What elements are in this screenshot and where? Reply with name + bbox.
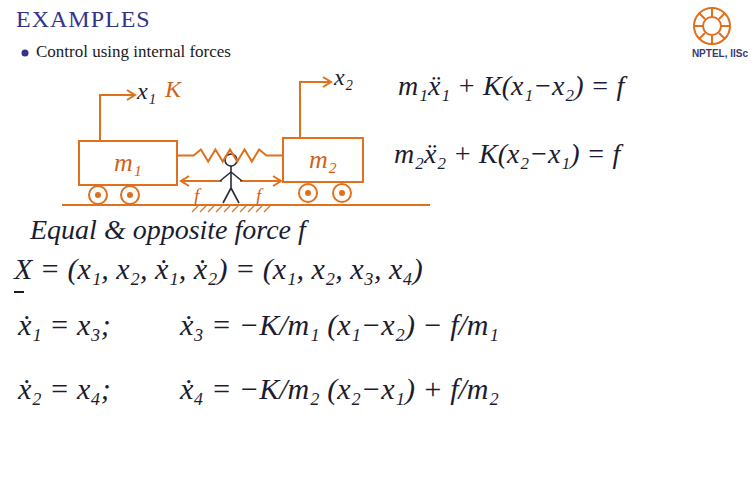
displacement-label: x₂ [334,64,353,92]
note-text: Equal & opposite force f [30,214,306,246]
cart-box: m₂ [282,137,364,183]
force-label: f [194,185,199,207]
state-equation: ẋ₃ = −K/m₁ (x₁−x₂) − f/m₁ [180,308,499,343]
state-vector: X = (x₁, x₂, ẋ₁, ẋ₂) = (x₁, x₂, x₃, x₄) [14,252,423,287]
state-equation: ẋ₁ = x₃; [18,308,111,343]
equation: m₂ẍ₂ + K(x₂−x₁) = f [394,138,620,170]
displacement-label: x₁ [137,78,156,106]
force-label: f [256,185,261,207]
mass-label: m₂ [309,145,337,175]
equation: m₁ẍ₁ + K(x₁−x₂) = f [398,70,624,102]
slide-title: EXAMPLES [16,6,151,34]
mass-label: m₁ [114,148,142,178]
state-equation: ẋ₂ = x₄; [18,372,111,407]
bullet-text: Control using internal forces [36,42,231,62]
spring-connector [178,150,282,162]
cart-box: m₁ [78,140,178,186]
logo-text: NPTEL, IISc [692,48,748,60]
spring-constant: K [165,76,181,104]
state-equation: ẋ₄ = −K/m₂ (x₂−x₁) + f/m₂ [180,372,499,407]
